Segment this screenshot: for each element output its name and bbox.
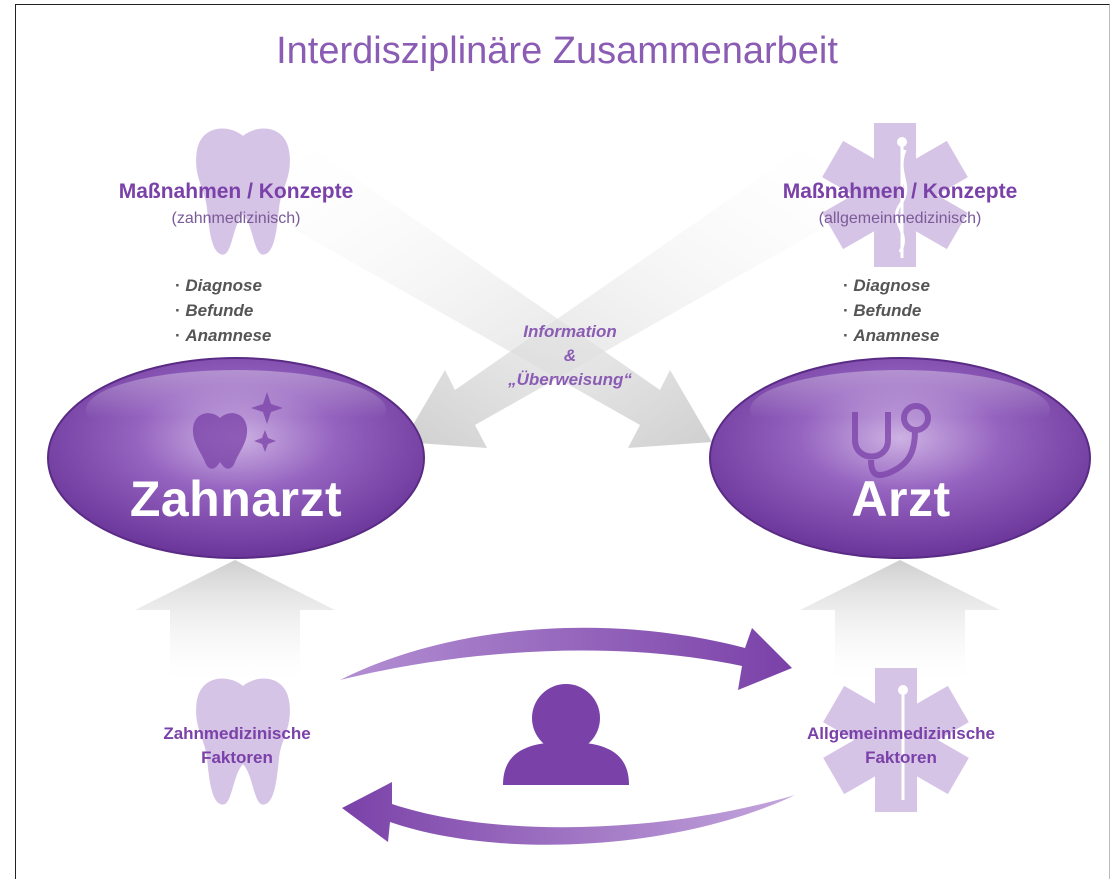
right-factor-label: Allgemeinmedizinische Faktoren [781,722,1021,770]
information-referral-label: Information & „Überweisung“ [470,320,670,392]
right-factor-line1: Allgemeinmedizinische [807,724,995,743]
star-of-life-icon [823,668,969,812]
star-of-life-icon [822,123,968,267]
curved-arrow-right [340,627,792,690]
left-findings-list: Diagnose Befunde Anamnese [175,273,375,348]
left-factor-line2: Faktoren [201,748,273,767]
list-item: Diagnose [175,273,375,298]
right-factor-line2: Faktoren [865,748,937,767]
center-line2: & [563,346,577,365]
center-line3: „Überweisung“ [508,370,632,389]
up-arrow-left [135,560,335,680]
right-heading: Maßnahmen / Konzepte [782,180,1018,203]
person-icon [503,684,629,785]
arzt-label: Arzt [851,471,951,527]
stethoscope-icon [852,403,931,479]
frame-border [15,4,1110,879]
diagonal-arrow-right-to-zahnarzt [403,150,860,448]
left-factor-label: Zahnmedizinische Faktoren [117,722,357,770]
center-line1: Information [523,322,617,341]
diagonal-arrow-left-to-arzt [255,150,712,448]
list-item: Befunde [843,298,1043,323]
right-findings-list: Diagnose Befunde Anamnese [843,273,1043,348]
list-item: Befunde [175,298,375,323]
list-item: Anamnese [175,323,375,348]
zahnarzt-label: Zahnarzt [129,471,343,527]
list-item: Anamnese [843,323,1043,348]
up-arrow-right [800,560,1000,680]
page-title: Interdisziplinäre Zusammenarbeit [276,30,838,72]
left-heading: Maßnahmen / Konzepte [118,180,354,203]
curved-arrow-left [342,782,795,845]
right-subheading: (allgemeinmedizinisch) [818,210,982,227]
left-factor-line1: Zahnmedizinische [163,724,311,743]
sparkling-tooth-icon [192,392,283,469]
arzt-oval [709,357,1091,559]
left-subheading: (zahnmedizinisch) [171,210,301,227]
list-item: Diagnose [843,273,1043,298]
